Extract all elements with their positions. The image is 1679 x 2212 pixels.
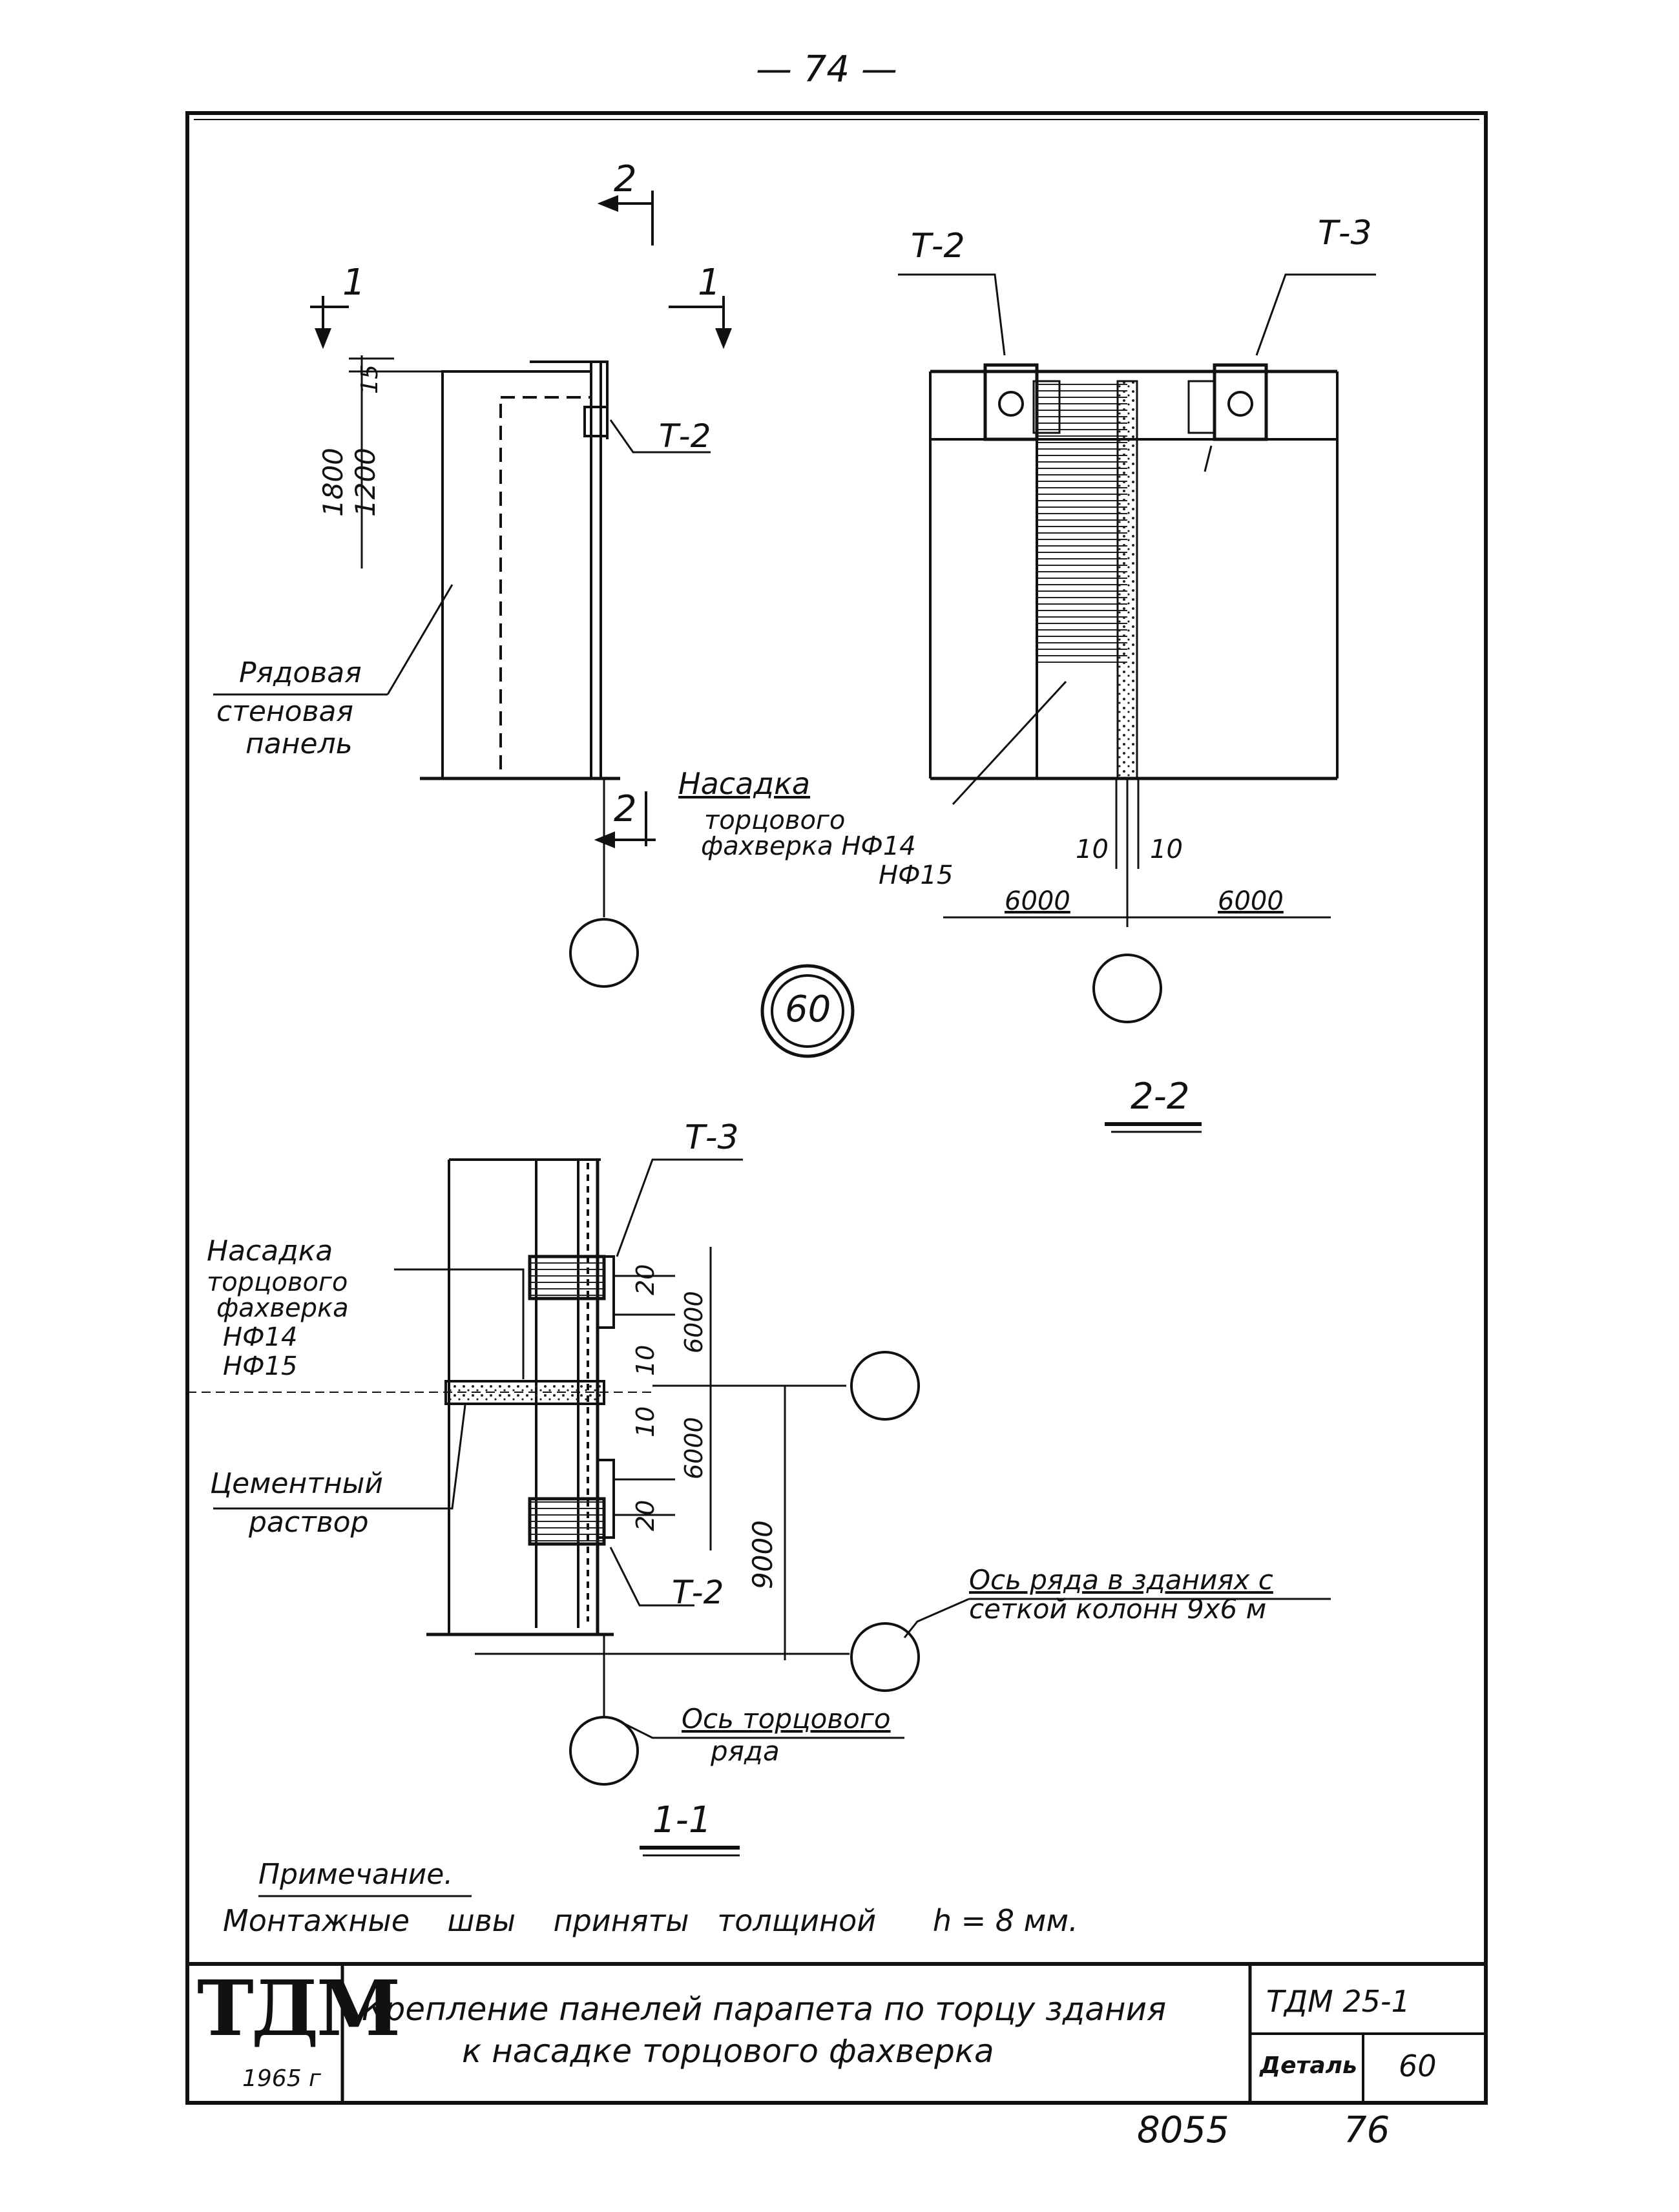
- label-nasadka-lower-line1: Насадка: [207, 1235, 333, 1268]
- label-nasadka-top-line2: торцового: [704, 806, 846, 835]
- section-mark-1-right: 1: [698, 262, 721, 304]
- label-nasadka-lower-line5: НФ15: [223, 1351, 298, 1381]
- label-nasadka-lower-line3: фахверка: [216, 1293, 349, 1323]
- footer-number-right: 76: [1344, 2109, 1390, 2151]
- section-mark-2-top: 2: [614, 158, 637, 200]
- label-nasadka-top-line4: НФ15: [879, 861, 954, 890]
- section-mark-2-bottom: 2: [614, 788, 637, 830]
- span-6000-left: 6000: [1005, 886, 1070, 916]
- footer-number-left: 8055: [1137, 2109, 1229, 2151]
- dim-1800: 1800: [317, 448, 349, 517]
- label-nasadka-top-line1: Насадка: [678, 766, 811, 801]
- dim-10-right: 10: [1150, 835, 1183, 864]
- elevation-view: [213, 191, 732, 988]
- section-mark-1-left: 1: [342, 262, 366, 304]
- section-1-1-view: [187, 1158, 1331, 1897]
- label-panel-line1: Рядовая: [239, 656, 362, 689]
- callout-t2-section11: Т-2: [672, 1574, 724, 1611]
- dim-1200: 1200: [349, 448, 381, 517]
- section-2-2-view: [898, 273, 1376, 1133]
- label-panel-line3: панель: [245, 727, 353, 760]
- label-axis-end-line1: Ось торцового: [682, 1703, 891, 1735]
- page-number: — 74 —: [756, 48, 897, 90]
- callout-t2-elevation: Т-2: [659, 417, 711, 455]
- title-block-year: 1965 г: [242, 2065, 321, 2092]
- dim-15: 15: [357, 364, 383, 394]
- detail-marker-60: [760, 964, 855, 1058]
- callout-t3-section11: Т-3: [685, 1118, 739, 1157]
- span-6000-right: 6000: [1218, 886, 1284, 916]
- label-axis-end-line2: ряда: [711, 1735, 780, 1767]
- section-1-1-title: 1-1: [652, 1799, 712, 1841]
- dim-10-left: 10: [1076, 835, 1109, 864]
- dim-9000: 9000: [747, 1520, 778, 1589]
- callout-t3-section22: Т-3: [1318, 214, 1372, 253]
- note-heading: Примечание.: [258, 1858, 454, 1891]
- title-line-2: к насадке торцового фахверка: [462, 2032, 994, 2070]
- detail-label: Деталь: [1260, 2052, 1357, 2079]
- detail-marker-label: 60: [785, 988, 831, 1030]
- dim-6000-bottom: 6000: [680, 1417, 708, 1479]
- sheet-frame: [185, 111, 1488, 2105]
- section-2-2-title: 2-2: [1131, 1076, 1190, 1118]
- dim-6000-top: 6000: [680, 1291, 708, 1353]
- label-panel-line2: стеновая: [216, 695, 353, 728]
- doc-code: ТДМ 25-1: [1266, 1984, 1410, 2019]
- note-text: Монтажные швы приняты толщиной h = 8 мм.: [223, 1903, 1078, 1938]
- tdm-logo: ТДМ: [197, 1963, 401, 2053]
- label-nasadka-lower-line4: НФ14: [223, 1322, 298, 1352]
- label-axis-row-line1: Ось ряда в зданиях с: [969, 1564, 1273, 1596]
- label-cement-line1: Цементный: [210, 1467, 383, 1500]
- detail-value: 60: [1399, 2049, 1437, 2083]
- label-nasadka-top-line3: фахверка НФ14: [701, 831, 916, 861]
- label-cement-line2: раствор: [249, 1506, 369, 1539]
- title-block-frame: [185, 1962, 1488, 2105]
- callout-t2-section22: Т-2: [911, 227, 965, 266]
- dim-10-top: 10: [631, 1344, 660, 1376]
- dim-10-bottom: 10: [631, 1406, 660, 1437]
- label-axis-row-line2: сеткой колонн 9х6 м: [969, 1593, 1267, 1625]
- label-nasadka-lower-line2: торцового: [207, 1268, 348, 1297]
- title-line-1: Крепление панелей парапета по торцу здан…: [362, 1990, 1167, 2028]
- dim-20-bottom: 20: [631, 1499, 660, 1531]
- dim-20-top: 20: [631, 1264, 660, 1295]
